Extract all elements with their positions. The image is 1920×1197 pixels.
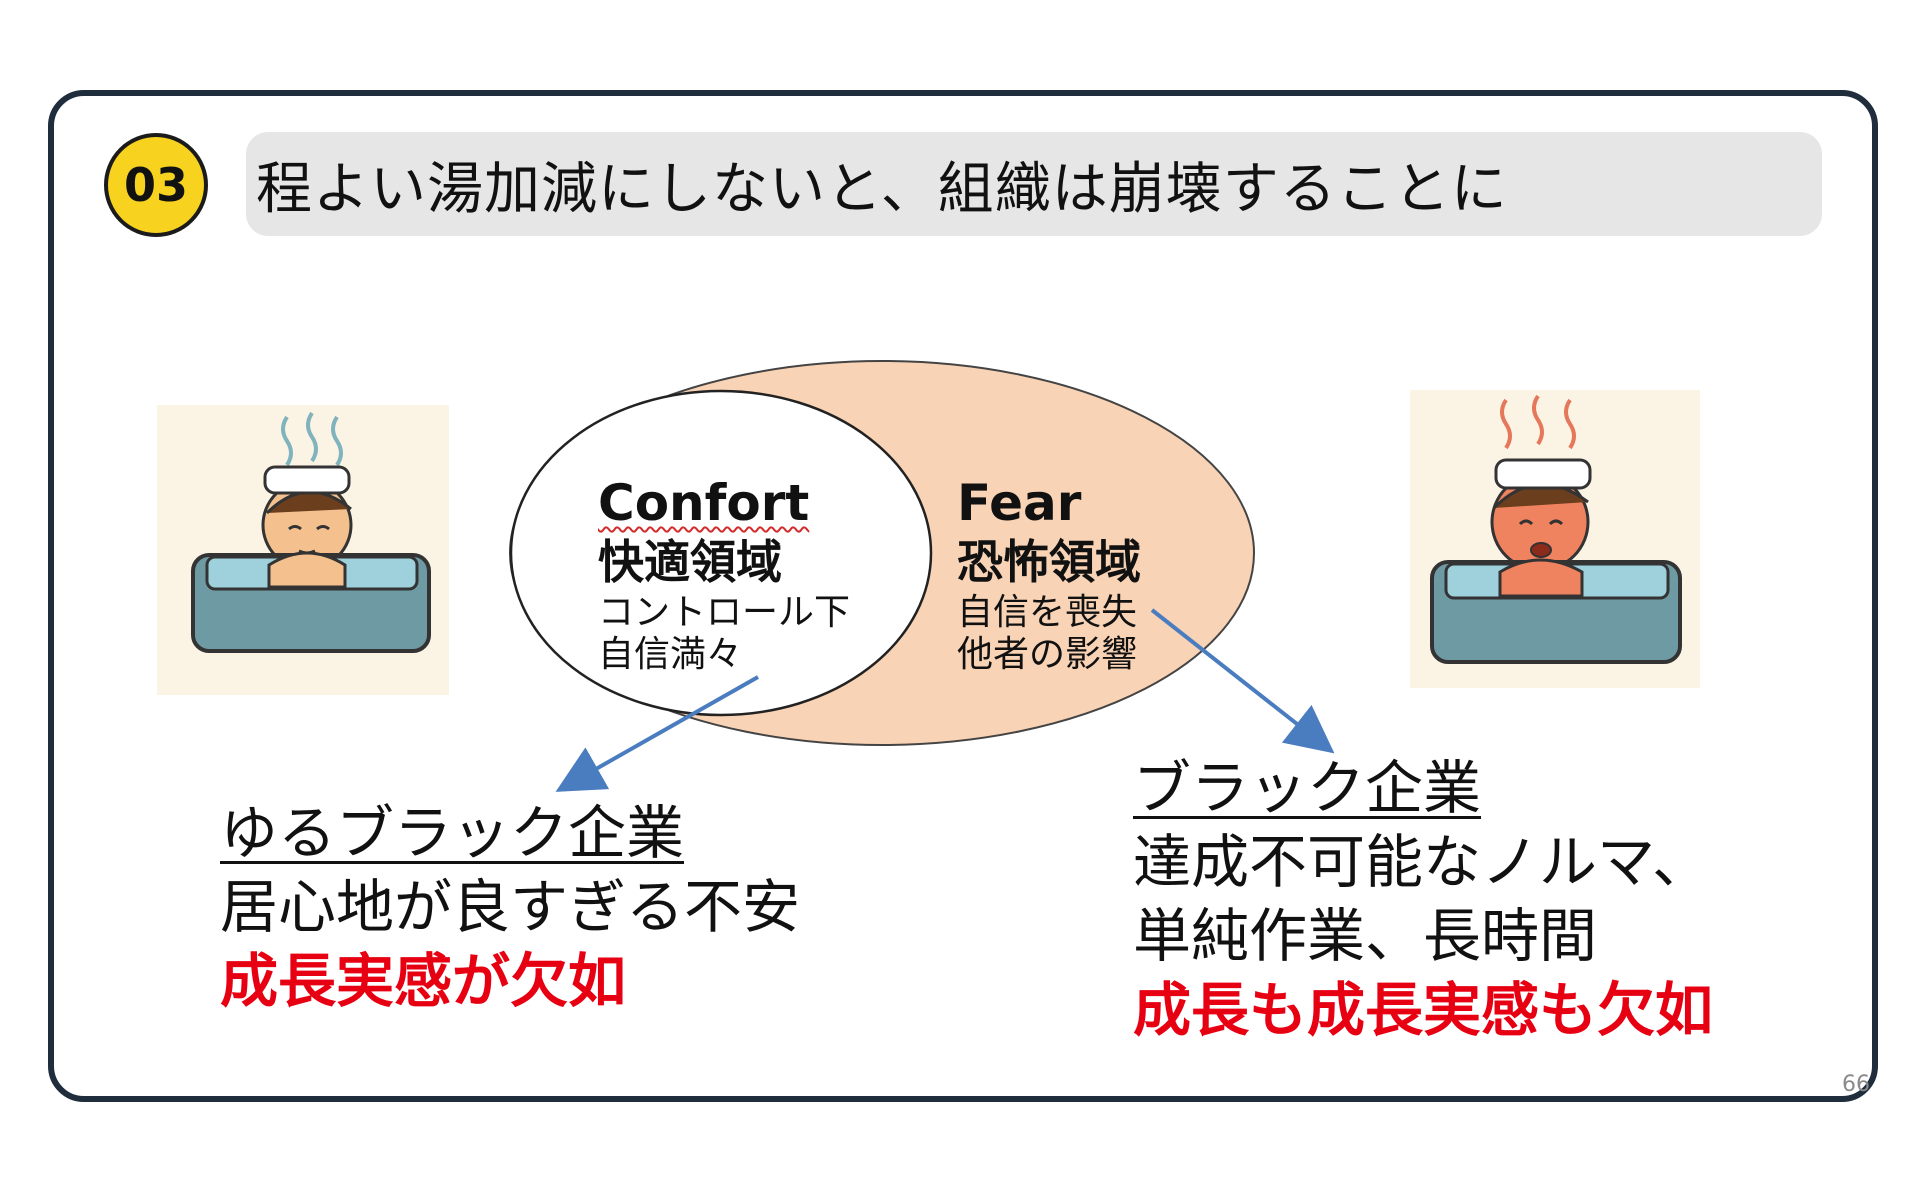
fear-zone-desc-1: 自信を喪失 (957, 592, 1141, 634)
arrow-to-right-caption (1152, 610, 1325, 746)
fear-zone-label: Fear 恐怖領域 自信を喪失 他者の影響 (957, 474, 1141, 676)
fear-zone-name-jp: 恐怖領域 (957, 532, 1141, 592)
overheated-man-in-bathtub-icon (1410, 390, 1700, 688)
comfort-zone-name-jp: 快適領域 (598, 532, 850, 592)
right-caption-heading: ブラック企業 (1133, 751, 1713, 825)
right-caption: ブラック企業 達成不可能なノルマ、 単純作業、長時間 成長も成長実感も欠如 (1133, 751, 1713, 1047)
left-caption: ゆるブラック企業 居心地が良すぎる不安 成長実感が欠如 (220, 796, 800, 1018)
right-caption-line-1: 達成不可能なノルマ、 (1133, 825, 1713, 899)
comfort-zone-desc-2: 自信満々 (598, 634, 850, 676)
left-caption-heading: ゆるブラック企業 (220, 796, 800, 870)
left-caption-line-2: 成長実感が欠如 (220, 944, 800, 1018)
calm-man-in-bathtub-icon (157, 405, 449, 695)
right-caption-line-2: 単純作業、長時間 (1133, 899, 1713, 973)
page-number: 66 (1842, 1072, 1870, 1097)
comfort-zone-name-en: Confort (598, 474, 850, 532)
comfort-zone-label: Confort 快適領域 コントロール下 自信満々 (598, 474, 850, 676)
right-caption-line-3: 成長も成長実感も欠如 (1133, 973, 1713, 1047)
fear-zone-name-en: Fear (957, 474, 1141, 532)
left-caption-line-1: 居心地が良すぎる不安 (220, 870, 800, 944)
comfort-zone-desc-1: コントロール下 (598, 592, 850, 634)
fear-zone-desc-2: 他者の影響 (957, 634, 1141, 676)
